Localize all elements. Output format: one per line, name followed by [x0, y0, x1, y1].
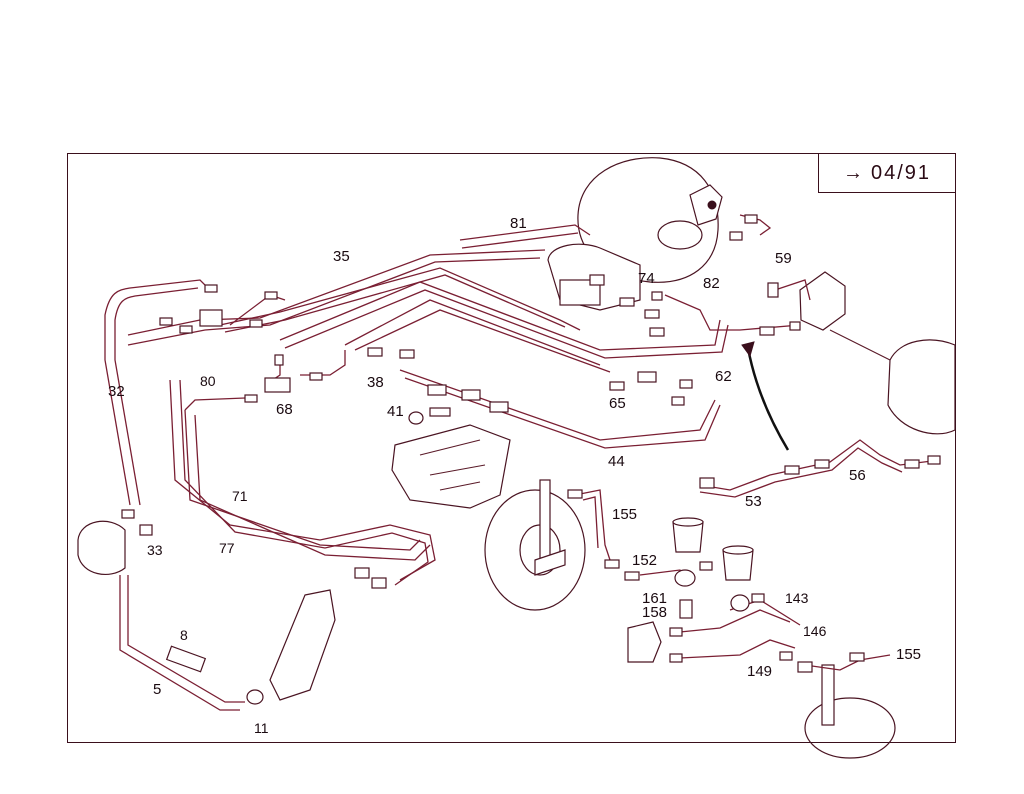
- label-11: 11: [254, 720, 269, 736]
- label-53: 53: [745, 493, 762, 510]
- label-155-bottom: 155: [896, 646, 921, 663]
- label-74: 74: [638, 270, 655, 287]
- label-80: 80: [200, 373, 216, 389]
- label-62: 62: [715, 368, 732, 385]
- label-152: 152: [632, 552, 657, 569]
- label-149: 149: [747, 663, 772, 680]
- label-71: 71: [232, 488, 248, 504]
- label-35: 35: [333, 248, 350, 265]
- date-badge: → 04/91: [818, 153, 956, 193]
- label-41: 41: [387, 403, 404, 420]
- pump-assembly: [77, 520, 126, 576]
- direction-arrow: [741, 341, 790, 451]
- label-33: 33: [147, 542, 163, 558]
- label-77: 77: [219, 540, 235, 556]
- label-155-top: 155: [612, 506, 637, 523]
- rear-brake-drum: [577, 157, 723, 283]
- label-81: 81: [510, 215, 527, 232]
- front-brake-disc: [484, 479, 586, 611]
- abs-hydraulic-unit: [391, 424, 511, 509]
- label-146: 146: [803, 623, 827, 639]
- label-158: 158: [642, 604, 667, 621]
- date-code: 04/91: [870, 161, 932, 184]
- pipe-fittings: [121, 214, 941, 705]
- label-143: 143: [785, 590, 809, 606]
- label-38: 38: [367, 374, 384, 391]
- rear-axle: [799, 271, 956, 435]
- fluid-reservoirs: [672, 517, 754, 581]
- diagram-frame: [67, 153, 956, 743]
- right-arrow-icon: →: [842, 162, 863, 184]
- part-labels: 81 35 74 82 59 32 80 38 68 41 62 65 44 5…: [108, 215, 921, 736]
- label-59: 59: [775, 250, 792, 267]
- front-right-caliper: [627, 621, 896, 759]
- label-32: 32: [108, 383, 125, 400]
- label-44: 44: [608, 453, 625, 470]
- label-68: 68: [276, 401, 293, 418]
- label-5: 5: [153, 681, 161, 698]
- label-161: 161: [642, 590, 667, 607]
- label-56: 56: [849, 467, 866, 484]
- label-65: 65: [609, 395, 626, 412]
- brake-fluid-tank: [269, 589, 336, 701]
- label-8: 8: [180, 627, 188, 643]
- label-82: 82: [703, 275, 720, 292]
